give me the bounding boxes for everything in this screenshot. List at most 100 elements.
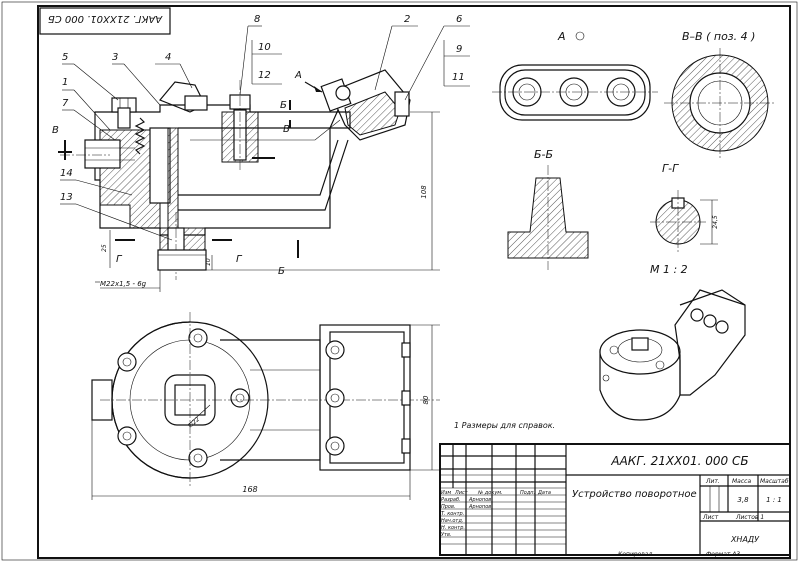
callout-1: 1 [62, 77, 111, 131]
cut-mark-a: А [294, 70, 302, 81]
dim-80: 80 [422, 395, 430, 404]
svg-text:12: 12 [258, 70, 271, 81]
callout-5: 5 [62, 52, 119, 101]
svg-text:5: 5 [62, 52, 68, 63]
svg-text:11: 11 [452, 72, 465, 83]
callout-4: 4 [155, 52, 193, 89]
svg-text:Изм: Изм [441, 490, 451, 496]
title-name: Устройство поворотное [572, 489, 697, 500]
title-block: ААКГ. 21ХХ01. 000 СБ Устройство поворотн… [439, 443, 791, 556]
svg-text:4: 4 [165, 52, 171, 63]
callout-14: 14 [60, 168, 133, 196]
callouts: 5 3 4 8 10 12 2 6 9 11 1 7 14 13 [60, 14, 470, 241]
callout-11: 11 [444, 72, 470, 87]
front-view [60, 69, 411, 280]
svg-text:3: 3 [112, 52, 118, 63]
svg-text:Утв.: Утв. [441, 532, 452, 538]
cut-mark-v-right: В [283, 124, 290, 135]
callout-9: 9 [444, 44, 470, 57]
title-code: ААКГ. 21ХХ01. 000 СБ [610, 454, 748, 468]
svg-text:Арнопов: Арнопов [468, 497, 491, 503]
title-mass: 3,8 [737, 496, 749, 504]
svg-text:№ докум.: № докум. [477, 490, 503, 496]
format-label: Формат А3 [706, 551, 740, 558]
dim-24-5: 24,5 [712, 215, 719, 229]
cut-mark-g-right: Г [236, 254, 243, 265]
dim-168: 168 [242, 485, 257, 494]
section-g-g-label: Г-Г [662, 162, 679, 175]
cut-mark-b-top: Б [280, 100, 287, 111]
dim-108: 108 [420, 185, 428, 199]
svg-text:Н. контр.: Н. контр. [441, 525, 465, 531]
section-g-g: Г-Г 24,5 [650, 162, 719, 252]
callout-10: 10 [252, 42, 282, 55]
reference-note: 1 Размеры для справок. [454, 421, 555, 430]
callout-2: 2 [374, 14, 418, 91]
title-row-header: Изм Лист № докум. Подп. Дата [441, 490, 551, 496]
cut-mark-v-left: В [52, 125, 59, 136]
svg-text:Т. контр.: Т. контр. [441, 511, 464, 517]
svg-text:13: 13 [60, 192, 73, 203]
cut-marks: В В Б Б Г Г А [52, 70, 323, 277]
front-view-dimensions: 108 M22x1,5 - 6g 25 10 [95, 111, 440, 292]
svg-text:Арнопов: Арнопов [468, 504, 491, 510]
svg-text:6: 6 [456, 14, 462, 25]
title-row-ncontrol: Н. контр. [441, 525, 465, 531]
inner-frame [37, 5, 791, 559]
svg-text:Подп.: Подп. [520, 490, 535, 496]
svg-text:9: 9 [456, 44, 462, 55]
cut-mark-g-left: Г [116, 254, 123, 265]
dim-10: 10 [205, 258, 212, 266]
rotated-stamp: ААКГ. 21ХХ01. 000 СБ [39, 7, 171, 35]
title-header-mass: Масса [732, 478, 751, 485]
title-sheet: Лист [702, 514, 719, 521]
iso-scale-label: М 1 : 2 [650, 263, 688, 276]
clamp-lever [159, 81, 208, 113]
callout-6: 6 [404, 14, 470, 101]
rotated-stamp-code: ААКГ. 21ХХ01. 000 СБ [48, 13, 163, 24]
svg-text:7: 7 [62, 98, 69, 109]
svg-text:14: 14 [60, 168, 73, 179]
view-a: А [492, 30, 658, 121]
isometric-view: М 1 : 2 [599, 263, 746, 421]
svg-text:Нач.отд.: Нач.отд. [441, 518, 463, 524]
title-header-lit: Лит. [705, 478, 720, 485]
threaded-stem [157, 212, 207, 280]
svg-text:Дата: Дата [537, 490, 551, 496]
title-org: ХНАДУ [730, 535, 760, 544]
right-bracket [320, 69, 411, 141]
section-v-v: В–В ( поз. 4 ) [664, 30, 776, 158]
title-row-approved: Утв. [441, 532, 452, 538]
svg-text:Пров.: Пров. [441, 504, 456, 510]
dim-25: 25 [101, 244, 108, 252]
svg-text:1: 1 [62, 77, 68, 88]
title-row-designer: Разраб. Арнопов [441, 497, 491, 503]
svg-text:10: 10 [258, 42, 271, 53]
callout-13: 13 [60, 192, 173, 241]
section-b-b-label: Б-Б [534, 148, 553, 161]
view-a-label: А [557, 30, 566, 43]
section-b-b: Б-Б [507, 148, 589, 270]
title-scale: 1 : 1 [766, 496, 782, 504]
callout-12: 12 [252, 70, 282, 85]
callout-7: 7 [62, 98, 116, 141]
title-sheets: Листов 1 [735, 514, 764, 521]
svg-text:Разраб.: Разраб. [441, 497, 461, 503]
svg-text:Лист: Лист [454, 490, 469, 496]
section-v-v-label: В–В ( поз. 4 ) [682, 30, 755, 43]
title-header-scale: Масштаб [760, 478, 789, 485]
callout-8: 8 [239, 14, 262, 96]
svg-text:2: 2 [404, 14, 410, 25]
title-row-head: Нач.отд. [441, 518, 463, 524]
plan-view: ∅22 [91, 312, 440, 488]
title-row-tcontrol: Т. контр. [441, 511, 464, 517]
plan-view-dimensions: 168 80 [91, 324, 440, 500]
dim-thread: M22x1,5 - 6g [100, 280, 147, 288]
copied-label: Копировал [618, 551, 652, 558]
svg-text:8: 8 [254, 14, 260, 25]
cut-mark-b-bottom: Б [278, 266, 285, 277]
callout-3: 3 [112, 52, 161, 106]
title-row-checker: Пров. Арнопов [441, 504, 491, 510]
